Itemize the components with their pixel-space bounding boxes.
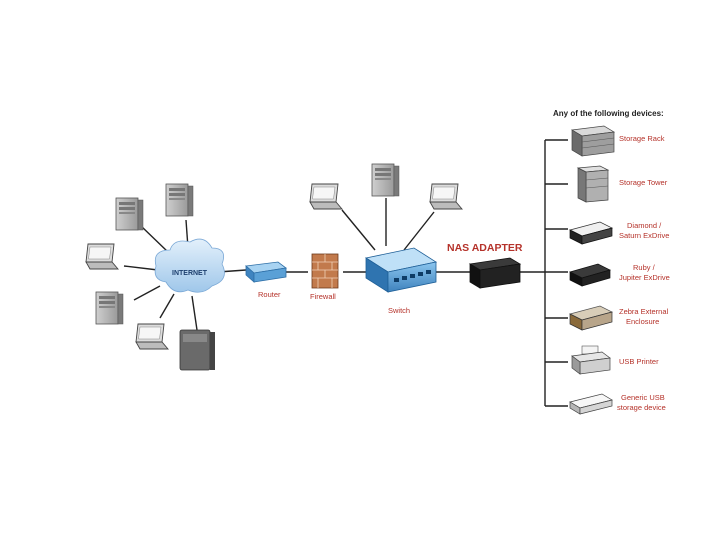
laptop-icon — [309, 183, 343, 210]
firewall-label: Firewall — [310, 292, 336, 301]
storage-rack-icon — [570, 125, 616, 157]
router-label: Router — [258, 290, 281, 299]
device-label: Saturn ExDrive — [619, 231, 669, 240]
internet-label: INTERNET — [172, 270, 208, 277]
laptop-icon — [135, 323, 169, 350]
devices-heading: Any of the following devices: — [553, 109, 664, 118]
router-icon — [245, 261, 287, 283]
computer-tower-icon — [371, 163, 400, 197]
connection-lines — [123, 139, 568, 407]
switch-label: Switch — [388, 306, 410, 315]
device-label: Storage Tower — [619, 178, 668, 187]
laptop-icon — [429, 183, 463, 210]
device-label: storage device — [617, 403, 666, 412]
device-label: Enclosure — [626, 317, 659, 326]
usb-printer-icon — [571, 345, 611, 375]
server-tower-icon — [179, 329, 215, 371]
device-label: Storage Rack — [619, 134, 665, 143]
device-label: Zebra External — [619, 307, 669, 316]
generic-usb-storage-icon — [569, 393, 613, 415]
firewall-icon — [311, 253, 339, 289]
switch-icon — [364, 247, 438, 293]
device-label: Jupiter ExDrive — [619, 273, 670, 282]
device-label: Diamond / — [627, 221, 662, 230]
nas-adapter-label: NAS ADAPTER — [447, 242, 523, 254]
computer-tower-icon — [95, 291, 124, 325]
ruby-exdrive-icon — [569, 263, 611, 287]
diamond-exdrive-icon — [569, 221, 613, 245]
laptop-icon — [85, 243, 119, 270]
device-label: Ruby / — [633, 263, 656, 272]
device-label: Generic USB — [621, 393, 665, 402]
device-label: USB Printer — [619, 357, 659, 366]
computer-tower-icon — [165, 183, 194, 217]
zebra-enclosure-icon — [569, 305, 613, 331]
computer-tower-icon — [115, 197, 144, 231]
nas-adapter-icon — [468, 257, 522, 289]
storage-tower-icon — [576, 165, 610, 203]
internet-cloud-icon — [154, 238, 225, 293]
